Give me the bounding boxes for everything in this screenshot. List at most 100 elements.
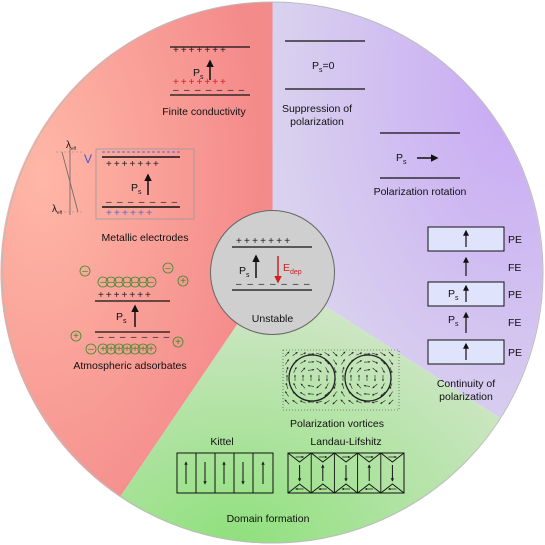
center-label: Unstable xyxy=(252,313,294,325)
layer-label: FE xyxy=(508,317,521,329)
vortex-arrow xyxy=(355,400,362,404)
suppression-label-2: polarization xyxy=(290,116,344,128)
vortex-arrow xyxy=(340,399,346,405)
vortex-arrow xyxy=(316,383,322,389)
vortex-arrow xyxy=(348,400,354,404)
vortex-arrow xyxy=(284,351,290,357)
domain-formation-label: Domain formation xyxy=(227,513,310,525)
vortex-arrow xyxy=(349,382,353,389)
svg-text:–: – xyxy=(132,277,138,288)
vortex-arrow xyxy=(300,367,306,373)
vortex-arrow xyxy=(333,367,337,374)
vortex-arrow xyxy=(340,351,346,357)
center-field-label: Edep xyxy=(283,262,302,276)
vortex-arrow xyxy=(284,399,290,405)
svg-text:λeff: λeff xyxy=(52,204,63,215)
rotation-label: Polarization rotation xyxy=(374,186,467,198)
vortex-arrow xyxy=(316,352,323,356)
svg-text:–: – xyxy=(100,277,106,288)
suppression-label-1: Suppression of xyxy=(282,103,352,115)
vortices-panel: Polarization vortices xyxy=(282,349,400,430)
continuity-label-1: Continuity of xyxy=(437,378,495,390)
svg-text:Ps: Ps xyxy=(448,314,459,328)
vortex-arrow xyxy=(300,360,306,364)
svg-text:– – – – – – –: – – – – – – – xyxy=(236,279,311,290)
vortex-arrow xyxy=(333,383,337,390)
svg-text:+: + xyxy=(132,344,138,355)
vortex-arrow xyxy=(341,382,345,389)
closure-domain xyxy=(334,452,358,463)
vortex-arrow xyxy=(299,400,306,404)
vortex-arrow xyxy=(307,384,315,387)
vortex-arrow xyxy=(348,352,354,356)
vortex-arrow xyxy=(380,359,386,365)
layer-label: FE xyxy=(508,262,521,274)
landau-label: Landau-Lifshitz xyxy=(310,436,381,448)
svg-text:Ps: Ps xyxy=(448,288,459,302)
vortex-arrow xyxy=(372,360,379,364)
vortex-arrow xyxy=(332,351,338,357)
vortex-arrow xyxy=(307,368,315,371)
svg-text:–: – xyxy=(88,344,94,355)
closure-domain xyxy=(287,452,312,463)
svg-text:Ps: Ps xyxy=(396,152,407,166)
layer-label: PE xyxy=(508,234,522,246)
vortex-arrow xyxy=(333,391,337,397)
vortex-arrow xyxy=(371,400,378,404)
vortex-arrow xyxy=(341,391,345,397)
vortex-arrow xyxy=(341,359,345,365)
layer-label: PE xyxy=(508,289,522,301)
vortex-arrow xyxy=(356,352,363,356)
svg-text:Ps: Ps xyxy=(116,311,127,325)
vortex-arrow xyxy=(285,366,289,373)
continuity-panel: Ps Ps PE FE PE FE PE Continuity of polar… xyxy=(427,226,522,403)
svg-text:+++++++: +++++++ xyxy=(173,77,228,88)
continuity-label-2: polarization xyxy=(439,391,493,403)
svg-text:+++++++: +++++++ xyxy=(236,236,292,247)
svg-text:–: – xyxy=(82,266,88,277)
vortex-arrow xyxy=(349,366,353,373)
vortex-arrow xyxy=(300,383,306,389)
sector-purple xyxy=(272,2,543,418)
vortex-arrow xyxy=(363,368,371,371)
finite-conductivity-label: Finite conductivity xyxy=(162,106,246,118)
vortex-arrow xyxy=(389,383,393,390)
sector-red xyxy=(0,1,273,498)
vortex-arrow xyxy=(381,383,385,389)
vortex-arrow xyxy=(388,351,394,357)
atmospheric-adsorbates-panel: ––– ––– ––– + +++++++ Ps – – – – – – – +… xyxy=(70,262,189,372)
vortex-arrow xyxy=(371,392,378,396)
vortex-arrow xyxy=(300,352,307,356)
layer-label: PE xyxy=(508,347,522,359)
vortex-arrow xyxy=(315,400,322,404)
svg-text:Ps: Ps xyxy=(193,67,204,81)
vortex-arrow xyxy=(380,400,386,404)
suppression-panel: Ps=0 Suppression of polarization xyxy=(282,40,365,128)
voltage-label: V xyxy=(84,152,92,166)
vortex-arrow xyxy=(389,391,393,397)
vortex-arrow xyxy=(381,367,385,373)
vortex-arrow xyxy=(285,391,289,397)
svg-text:– – – – – – –: – – – – – – – xyxy=(106,197,179,208)
domain-formation-panel: Kittel Landau-Lifshitz Domain formation xyxy=(176,436,405,525)
suppression-formula: Ps=0 xyxy=(312,60,335,74)
closure-domain xyxy=(287,483,312,494)
vortex-arrow xyxy=(332,399,338,405)
svg-text:+: + xyxy=(175,337,181,348)
svg-text:–: – xyxy=(108,277,114,288)
vortex-arrow xyxy=(293,366,297,373)
vortex-arrow xyxy=(363,384,371,387)
closure-domain xyxy=(380,483,405,494)
vortex-arrow xyxy=(316,360,323,364)
svg-text:–: – xyxy=(140,277,146,288)
svg-text:+++++++: +++++++ xyxy=(106,159,161,170)
svg-text:+++++++: +++++++ xyxy=(173,45,228,56)
closure-domain xyxy=(357,483,382,494)
svg-text:– – – – – – –: – – – – – – – xyxy=(173,85,246,96)
vortex-arrow xyxy=(356,392,362,396)
center-unstable: +++++++ – – – – – – – Ps Edep Unstable xyxy=(210,210,335,335)
svg-text:+: + xyxy=(116,344,122,355)
vortex-arrow xyxy=(285,382,289,389)
vortex-arrow xyxy=(325,383,329,389)
closure-domain xyxy=(380,452,405,463)
